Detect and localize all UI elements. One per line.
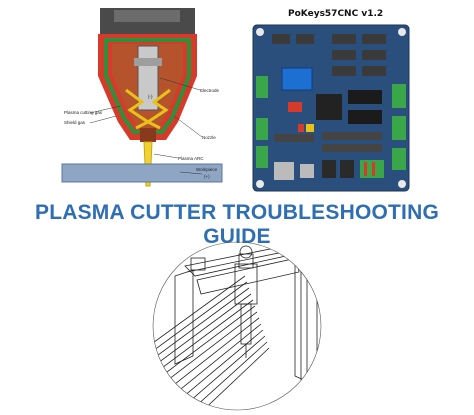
nozzle-label: Nozzle [202, 135, 216, 140]
workpiece-sign-label: (+) [204, 174, 210, 179]
mount-hole [398, 28, 406, 36]
nozzle-tip [140, 128, 156, 142]
chip-row [348, 110, 382, 124]
plasma-arc-label: Plasma ARC [178, 156, 204, 161]
electrode-label: Electrode [200, 88, 220, 93]
stepper-motor [284, 242, 302, 255]
workpiece [61, 163, 223, 183]
electrode-collar [134, 58, 162, 66]
mount-hole [398, 180, 406, 188]
plasma-torch-diagram: Electrode (-) Plasma cutting gas Shield … [61, 8, 223, 187]
plasma-cutting-gas-label: Plasma cutting gas [64, 110, 103, 115]
guide-title: PLASMA CUTTER TROUBLESHOOTING GUIDE [34, 201, 439, 248]
lcd-display [281, 67, 313, 91]
board-title: PoKeys57CNC v1.2 [288, 9, 384, 19]
shield-gas-label: Shield gas [64, 120, 86, 125]
controller-board-image [252, 24, 410, 192]
cnc-machine-drawing [152, 241, 322, 411]
plasma-gas-swirl-right [145, 88, 171, 130]
ethernet-port [274, 162, 294, 180]
shield-gas-channel [104, 38, 191, 134]
chip-row [348, 90, 382, 104]
electrode-sign-label: (-) [148, 94, 153, 99]
main-chip [316, 94, 342, 120]
mount-hole [256, 180, 264, 188]
mount-hole [256, 28, 264, 36]
detail-circle [152, 241, 322, 411]
plasma-gas-swirl-left [125, 88, 151, 130]
usb-port [300, 164, 314, 178]
machine-lineart [153, 242, 318, 410]
torch-body-inner-top [114, 10, 180, 22]
side-frame [294, 255, 318, 387]
workpiece-label: Workpiece [196, 167, 218, 172]
